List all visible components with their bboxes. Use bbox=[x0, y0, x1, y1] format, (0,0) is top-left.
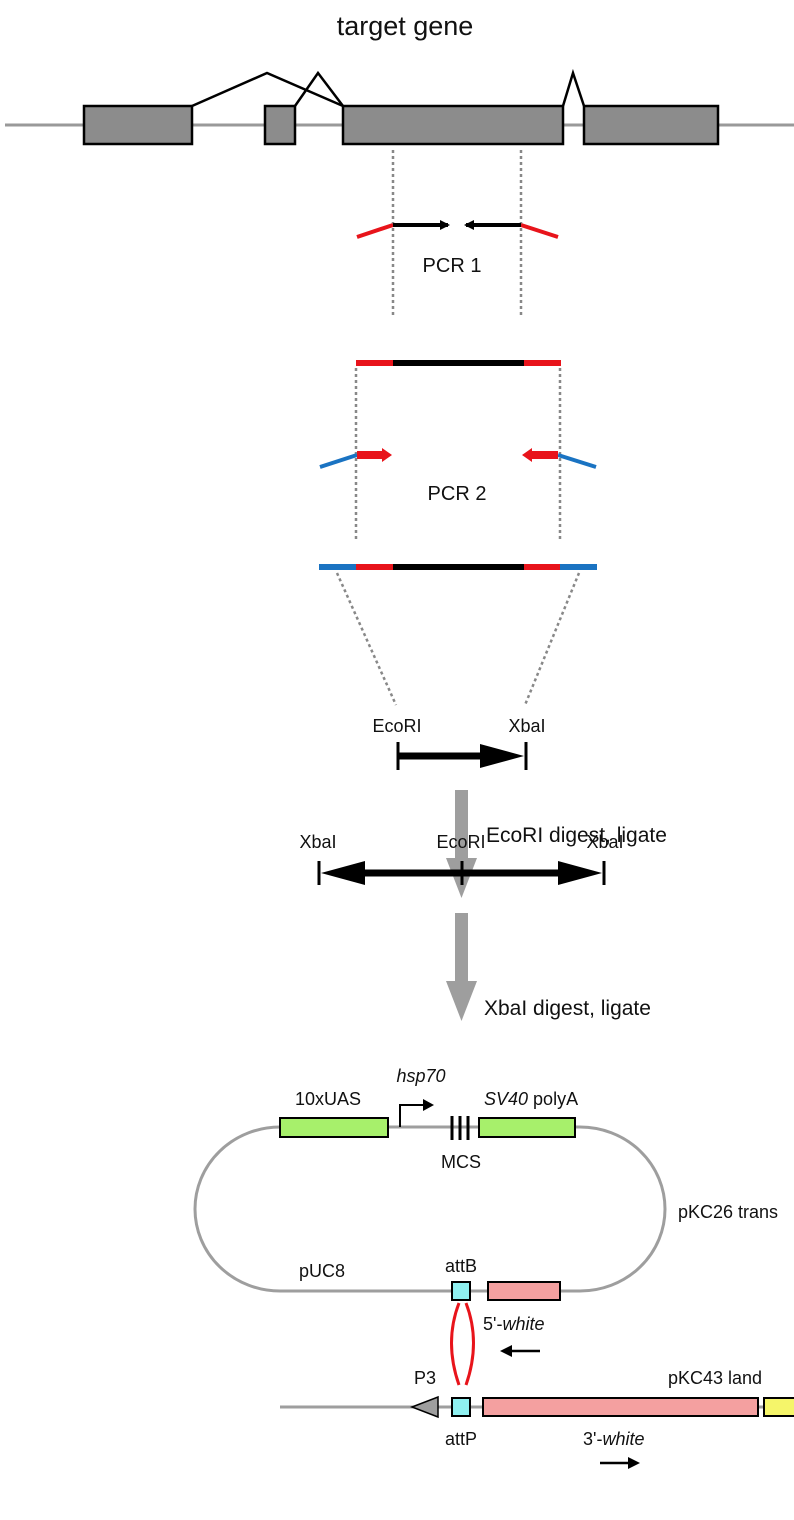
white5-box bbox=[487, 1281, 561, 1301]
sv40-label: SV40 bbox=[484, 1089, 528, 1109]
exon-2 bbox=[263, 104, 297, 146]
attb-box bbox=[451, 1281, 471, 1301]
yellow-box bbox=[763, 1397, 794, 1417]
attb-label: attB bbox=[445, 1256, 477, 1276]
primer-reverse-red-arrow bbox=[522, 448, 558, 462]
uas-box bbox=[279, 1117, 389, 1138]
primer-tail-red-left bbox=[356, 223, 394, 239]
puc-label: pUC8 bbox=[299, 1261, 345, 1281]
white5-arrow-icon bbox=[500, 1345, 540, 1357]
pcr2-label: PCR 2 bbox=[428, 483, 487, 505]
white3-gene: white bbox=[602, 1429, 644, 1449]
promoter-arrow-icon bbox=[399, 1099, 434, 1127]
uas-label: 10xUAS bbox=[295, 1089, 361, 1109]
fragment-arrow bbox=[396, 742, 528, 770]
primer-tail-red-right bbox=[520, 223, 559, 239]
exon-3 bbox=[341, 104, 565, 146]
zoom-line-right bbox=[523, 572, 581, 706]
mcs-marks bbox=[450, 1116, 470, 1140]
attp-box bbox=[451, 1397, 471, 1417]
splice-junction-2 bbox=[293, 70, 344, 107]
p3-label: P3 bbox=[414, 1368, 436, 1388]
zoom-line-left bbox=[335, 572, 398, 706]
pcr2-primers bbox=[319, 448, 597, 469]
fragment-site-ecori: EcoRI bbox=[372, 716, 421, 736]
gene-structure bbox=[5, 68, 794, 146]
p3-triangle bbox=[409, 1395, 439, 1419]
white5-gene: white bbox=[502, 1314, 544, 1334]
ir-site-xbai-left: XbaI bbox=[299, 832, 336, 852]
recombination-arcs bbox=[450, 1302, 475, 1386]
white3-prefix: 3'- bbox=[583, 1429, 602, 1449]
ir-site-ecori-center: EcoRI bbox=[436, 832, 485, 852]
polya-label: polyA bbox=[528, 1089, 578, 1109]
fragment-site-xbai: XbaI bbox=[508, 716, 545, 736]
white3-box bbox=[482, 1397, 759, 1417]
white3-label: 3'-white bbox=[583, 1429, 644, 1449]
exon-1 bbox=[82, 104, 194, 146]
primer-forward-red-arrow bbox=[357, 448, 392, 462]
ir-site-xbai-right: XbaI bbox=[586, 832, 623, 852]
attp-label: attP bbox=[445, 1429, 477, 1449]
landing-name-label: pKC43 land bbox=[668, 1368, 762, 1388]
step2-label: XbaI digest, ligate bbox=[484, 997, 651, 1020]
pcr1-label: PCR 1 bbox=[423, 255, 482, 277]
splice-junction-1 bbox=[191, 71, 344, 108]
step1-label: EcoRI digest, ligate bbox=[486, 824, 667, 847]
primer-tail-blue-right bbox=[557, 453, 597, 469]
white5-prefix: 5'- bbox=[483, 1314, 502, 1334]
mcs-label: MCS bbox=[441, 1152, 481, 1172]
splice-junction-3 bbox=[561, 68, 586, 107]
white5-label: 5'-white bbox=[483, 1314, 544, 1334]
white3-arrow-icon bbox=[600, 1457, 640, 1469]
vector-name-label: pKC26 trans bbox=[678, 1202, 778, 1222]
inverted-repeat-arrows bbox=[317, 861, 606, 885]
promoter-label: hsp70 bbox=[396, 1066, 445, 1086]
sv40-polya-label: SV40 polyA bbox=[484, 1089, 578, 1109]
sv40-box bbox=[478, 1117, 576, 1138]
vector-backbone bbox=[193, 1125, 667, 1293]
title: target gene bbox=[337, 11, 474, 41]
exon-4 bbox=[582, 104, 720, 146]
primer-tail-blue-left bbox=[319, 453, 358, 469]
pcr1-primers bbox=[356, 220, 559, 239]
step2-arrow bbox=[446, 913, 477, 1021]
